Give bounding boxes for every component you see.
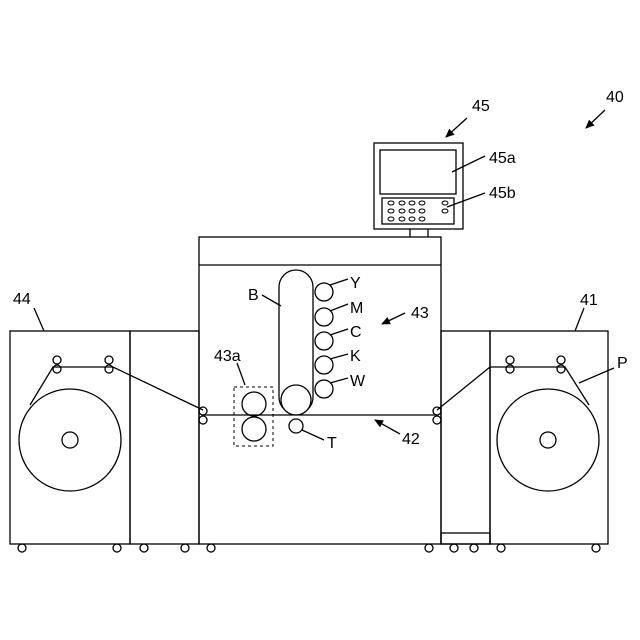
arrow-43 (382, 313, 405, 324)
label-45: 45 (472, 98, 490, 115)
label-k: K (350, 348, 361, 365)
unwinder-unit (437, 331, 608, 552)
label-y: Y (350, 275, 361, 292)
color-drums (315, 283, 333, 398)
label-40: 40 (606, 89, 624, 106)
rewinder-unit (10, 331, 203, 552)
label-43: 43 (411, 305, 429, 322)
transport-path (199, 407, 441, 424)
arrow-42 (375, 420, 400, 434)
label-m: M (350, 300, 363, 317)
label-41: 41 (580, 292, 598, 309)
printer-body (199, 229, 441, 552)
intermediate-belt (279, 270, 313, 433)
keypad-keys (388, 201, 448, 221)
arrow-45 (446, 118, 467, 137)
fixing-unit (234, 387, 273, 446)
operation-unit (374, 143, 463, 229)
label-45b: 45b (489, 185, 516, 202)
label-p: P (617, 355, 628, 372)
label-b: B (248, 287, 259, 304)
arrow-40 (586, 110, 605, 128)
label-c: C (350, 324, 362, 341)
label-45a: 45a (489, 150, 516, 167)
label-42: 42 (402, 431, 420, 448)
label-44: 44 (13, 291, 31, 308)
label-43a: 43a (214, 348, 241, 365)
label-t: T (327, 435, 337, 452)
label-w: W (350, 373, 366, 390)
